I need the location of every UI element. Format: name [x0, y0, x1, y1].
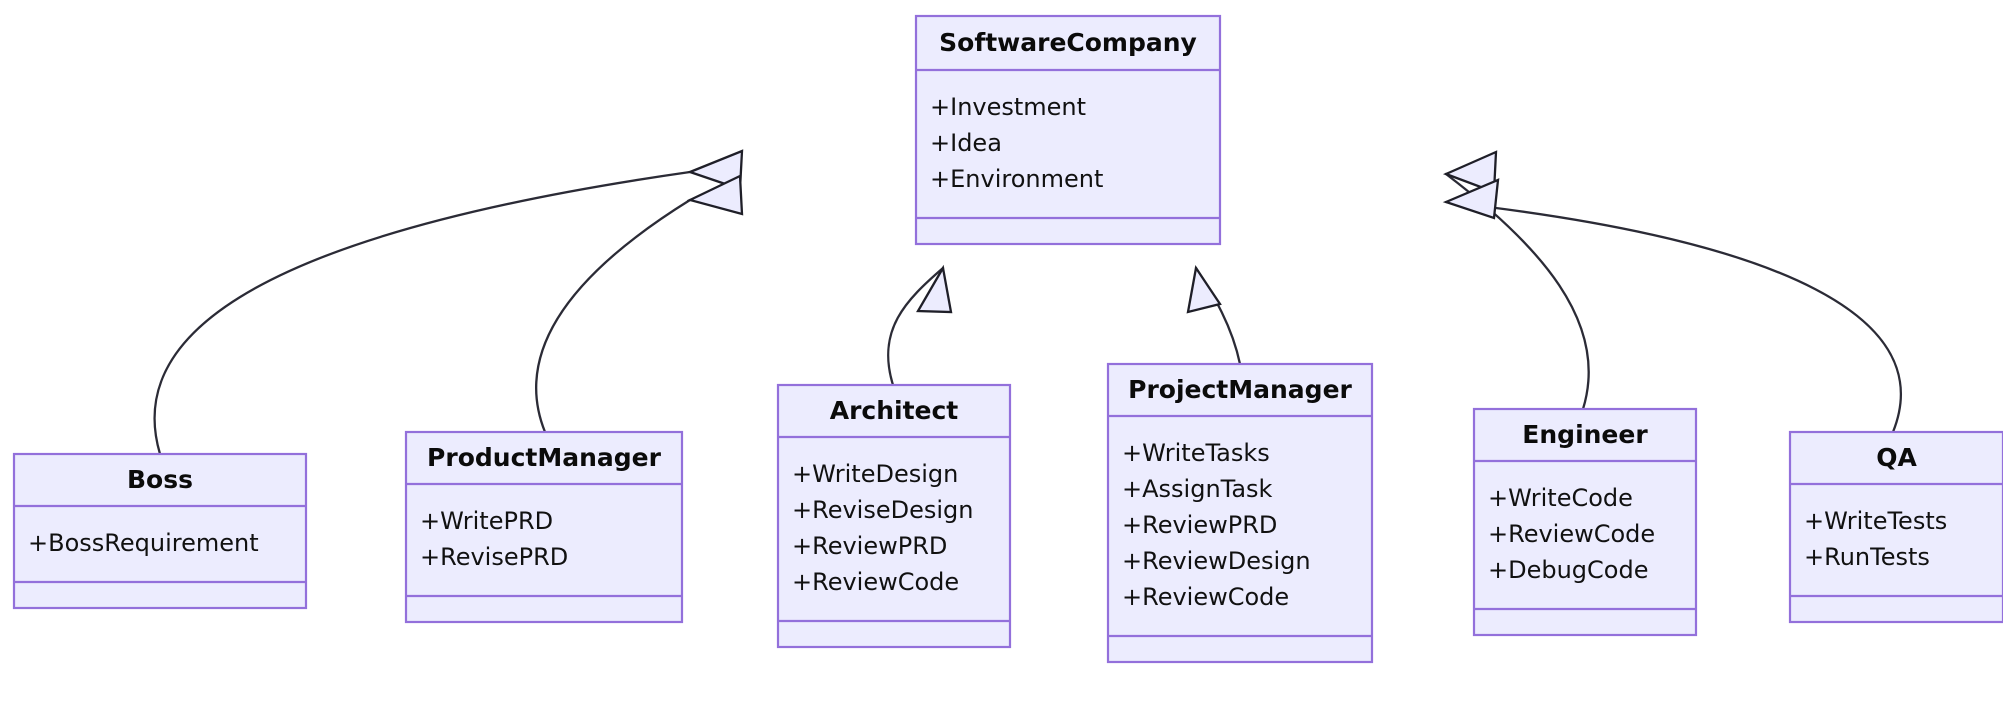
class-attribute: +Environment: [930, 165, 1103, 193]
class-node-architect[interactable]: Architect +WriteDesign +ReviseDesign +Revie…: [776, 383, 1012, 649]
class-box[interactable]: [776, 383, 1012, 649]
class-name-label: ProjectManager: [1128, 375, 1352, 404]
class-box[interactable]: [1106, 362, 1374, 664]
relationships-layer: [153, 149, 1903, 456]
inheritance-arrow-icon: [916, 264, 953, 314]
generalization-edge-product-manager: [535, 174, 744, 434]
class-name-label: Engineer: [1522, 420, 1648, 449]
class-node-boss[interactable]: Boss +BossRequirement: [12, 452, 308, 610]
class-attribute: +ReviewPRD: [1122, 511, 1277, 539]
generalization-edge-boss: [153, 149, 744, 456]
class-attribute: +DebugCode: [1488, 556, 1648, 584]
class-attribute: +Idea: [930, 129, 1002, 157]
class-attribute: +ReviewCode: [1122, 583, 1289, 611]
class-attribute: +WriteTasks: [1122, 439, 1270, 467]
class-attribute: +WriteTests: [1804, 507, 1947, 535]
class-attribute: +ReviewCode: [1488, 520, 1655, 548]
class-attribute: +RevisePRD: [420, 543, 568, 571]
inheritance-arrow-icon: [1186, 264, 1222, 314]
class-name-label: ProductManager: [427, 443, 662, 472]
class-node-engineer[interactable]: Engineer +WriteCode +ReviewCode +DebugCode: [1472, 407, 1698, 637]
class-name-label: Architect: [830, 396, 959, 425]
edge-line: [1444, 200, 1903, 434]
class-attribute: +ReviewCode: [792, 568, 959, 596]
edge-line: [535, 198, 692, 434]
class-box[interactable]: [404, 430, 684, 624]
class-node-software-company[interactable]: SoftwareCompany +Investment +Idea +Environm…: [914, 14, 1222, 246]
class-attribute: +WriteDesign: [792, 460, 958, 488]
generalization-edge-architect: [887, 264, 953, 387]
class-name-label: Boss: [127, 465, 193, 494]
class-box[interactable]: [1472, 407, 1698, 637]
class-node-project-manager[interactable]: ProjectManager +WriteTasks +AssignTask +Rev…: [1106, 362, 1374, 664]
inheritance-arrow-icon: [1442, 178, 1500, 220]
class-node-product-manager[interactable]: ProductManager +WritePRD +RevisePRD: [404, 430, 684, 624]
edge-line: [153, 170, 692, 456]
inheritance-arrow-icon: [686, 174, 744, 216]
edge-line: [887, 266, 945, 387]
class-attribute: +BossRequirement: [28, 529, 259, 557]
class-attribute: +AssignTask: [1122, 475, 1273, 503]
generalization-edge-project-manager: [1186, 264, 1242, 366]
class-name-label: SoftwareCompany: [939, 28, 1197, 57]
generalization-edge-qa: [1442, 178, 1903, 434]
class-attribute: +ReviewPRD: [792, 532, 947, 560]
class-attribute: +ReviseDesign: [792, 496, 973, 524]
inheritance-arrow-icon: [1442, 150, 1498, 194]
class-box[interactable]: [914, 14, 1222, 246]
class-attribute: +WriteCode: [1488, 484, 1633, 512]
class-box[interactable]: [1788, 430, 2003, 624]
class-attribute: +Investment: [930, 93, 1086, 121]
class-attribute: +WritePRD: [420, 507, 553, 535]
class-node-qa[interactable]: QA +WriteTests +RunTests: [1788, 430, 2003, 624]
class-attribute: +ReviewDesign: [1122, 547, 1311, 575]
class-name-label: QA: [1876, 443, 1917, 472]
class-attribute: +RunTests: [1804, 543, 1930, 571]
inheritance-arrow-icon: [686, 149, 744, 191]
classes-layer: SoftwareCompany +Investment +Idea +Environm…: [12, 14, 2003, 664]
